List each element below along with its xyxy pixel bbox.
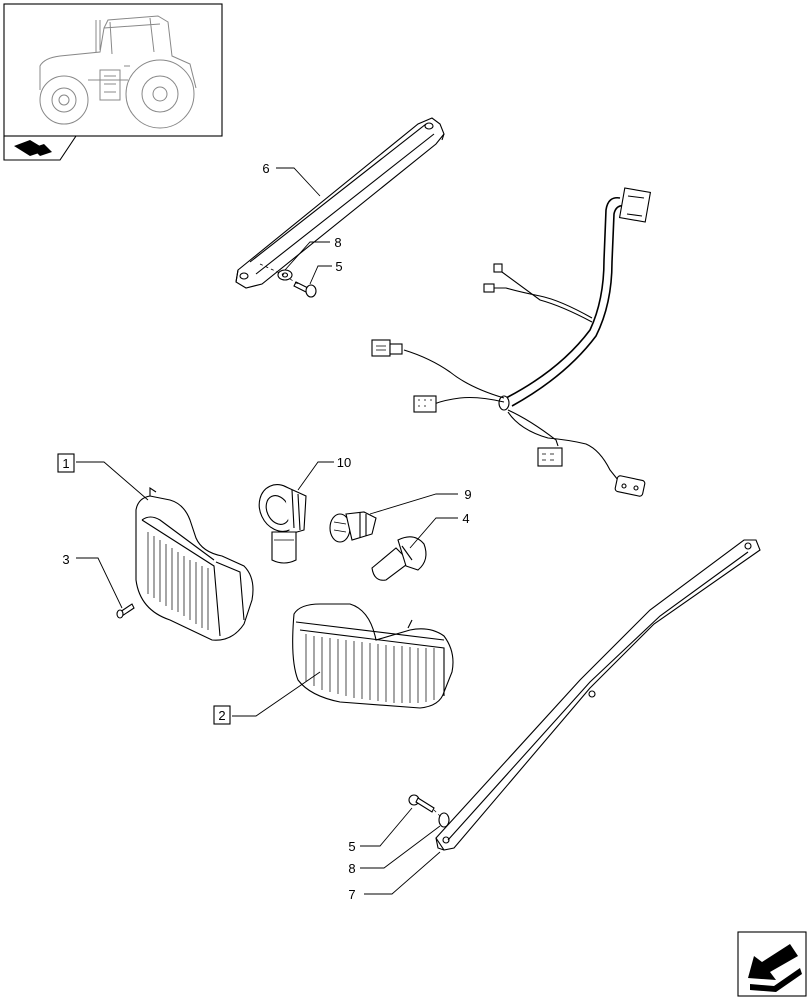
callout-label-10: 10 (337, 455, 351, 470)
bolt-part-top (259, 263, 317, 298)
callout-label-4: 4 (462, 511, 469, 526)
screw-part (116, 603, 135, 619)
upper-bracket-part (235, 117, 445, 289)
leader-lines (76, 167, 458, 895)
lower-bracket-part (435, 539, 761, 851)
next-page-arrow-icon[interactable] (737, 931, 807, 997)
callout-label-1: 1 (62, 456, 69, 471)
tractor-thumbnail-icon (3, 3, 223, 137)
callout-label-8-top: 8 (334, 235, 341, 250)
callout-label-7: 7 (348, 887, 355, 902)
callout-label-2: 2 (218, 708, 225, 723)
callout-label-3: 3 (62, 552, 69, 567)
wiring-harness-part (371, 187, 652, 497)
washer-part-top (277, 269, 293, 281)
right-headlamp-part (292, 603, 454, 709)
bulb-holder-part (258, 484, 307, 564)
side-bulb-part (371, 536, 427, 581)
callout-label-5-bottom: 5 (348, 839, 355, 854)
callout-2: 2 (213, 705, 231, 725)
callout-label-8-bottom: 8 (348, 861, 355, 876)
bolt-part-bottom (408, 794, 443, 819)
section-tab-icon (3, 135, 77, 161)
callout-label-5-top: 5 (335, 259, 342, 274)
left-headlamp-part (135, 486, 254, 641)
callout-1: 1 (57, 453, 75, 473)
washer-part-bottom (438, 812, 450, 828)
callout-label-9: 9 (464, 487, 471, 502)
callout-label-6: 6 (262, 161, 269, 176)
headlamp-bulb-part (329, 511, 377, 543)
